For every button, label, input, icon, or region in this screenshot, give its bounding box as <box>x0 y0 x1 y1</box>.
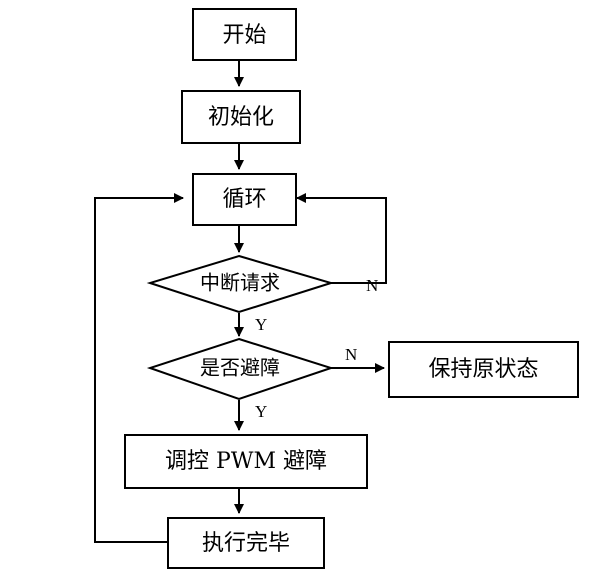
loop-label: 循环 <box>222 187 266 212</box>
init-box: 初始化 <box>181 90 301 144</box>
init-label: 初始化 <box>208 105 274 130</box>
keep-state-label: 保持原状态 <box>428 357 538 382</box>
avoid-decision-label: 是否避障 <box>200 356 280 380</box>
interrupt-decision: 中断请求 <box>146 254 335 314</box>
done-label: 执行完毕 <box>202 531 290 556</box>
avoid-decision: 是否避障 <box>146 337 335 401</box>
keep-state-box: 保持原状态 <box>388 341 579 398</box>
start-box: 开始 <box>192 8 297 61</box>
connector-done-back-to-loop <box>94 193 184 543</box>
pwm-control-box: 调控 PWM 避障 <box>124 434 368 489</box>
done-box: 执行完毕 <box>167 517 325 569</box>
interrupt-decision-label: 中断请求 <box>200 271 280 295</box>
start-label: 开始 <box>222 23 266 48</box>
connector-interrupt-no-loop <box>296 193 387 284</box>
interrupt-yes-label: Y <box>255 315 267 334</box>
avoid-no-label: N <box>345 345 357 364</box>
avoid-yes-label: Y <box>255 402 267 421</box>
interrupt-no-label: N <box>366 276 378 295</box>
loop-box: 循环 <box>192 173 297 226</box>
pwm-control-label: 调控 PWM 避障 <box>165 449 327 474</box>
